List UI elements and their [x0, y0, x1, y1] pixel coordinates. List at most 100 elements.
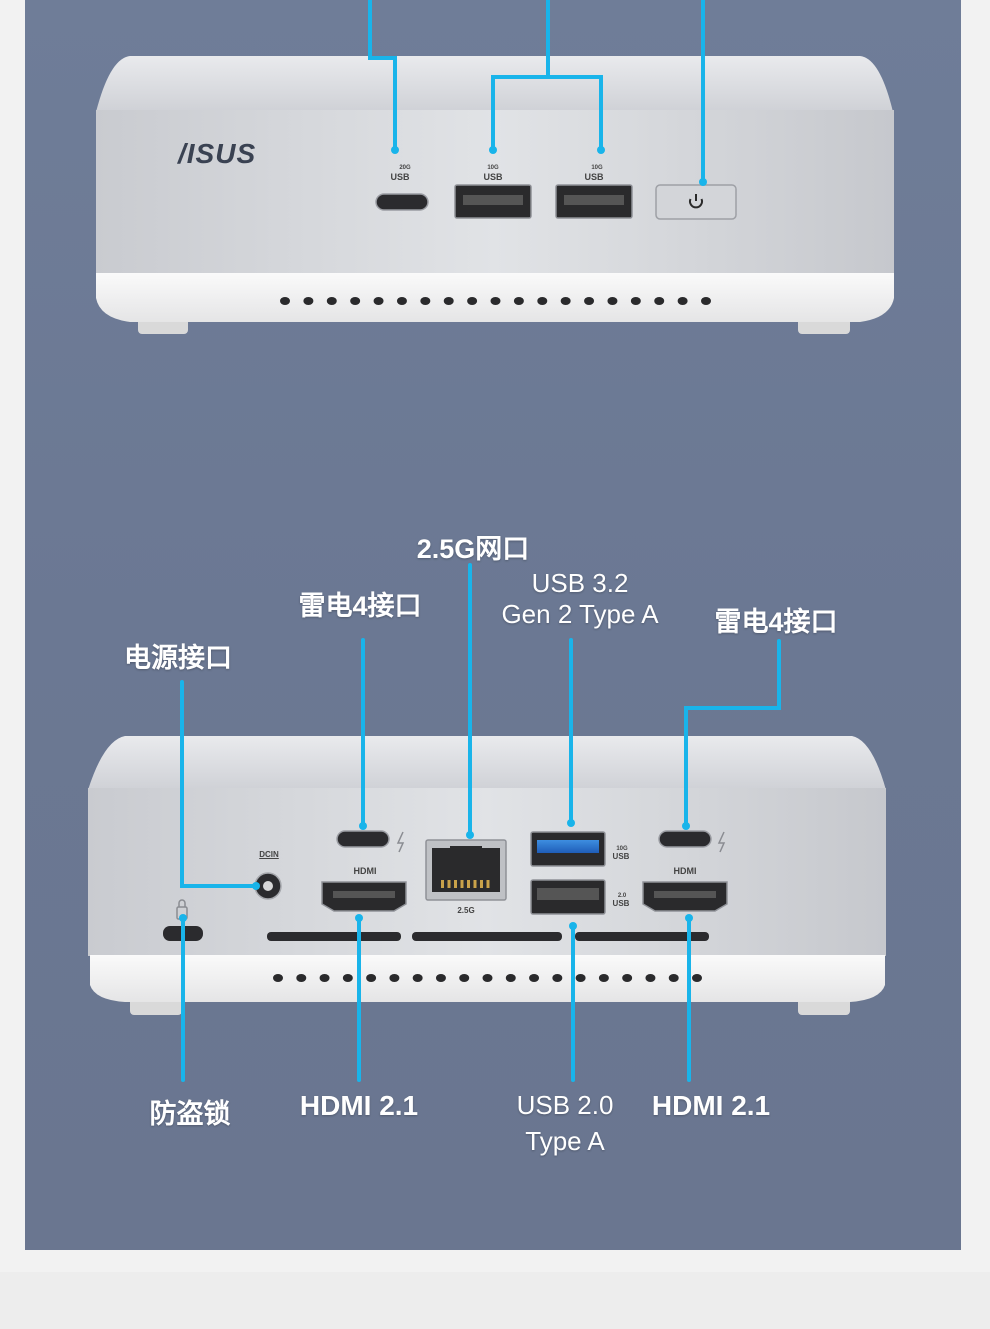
- vent-hole: [668, 974, 679, 982]
- front-usba2-speed: 10G: [591, 165, 603, 171]
- asus-logo: /ISUS: [178, 138, 257, 169]
- rear-thunderbolt-port-left: [336, 830, 390, 848]
- rear-dot-tb-right: [682, 822, 690, 830]
- rear-usb-bottom-label: USB: [612, 899, 630, 908]
- label-usb32-line2: Gen 2 Type A: [501, 599, 659, 629]
- rear-hdmi-left-label: HDMI: [353, 866, 377, 876]
- vent-hole: [529, 974, 540, 982]
- front-dot-power: [699, 178, 707, 186]
- rear-dot-usb32: [567, 819, 575, 827]
- vent-hole: [584, 297, 595, 305]
- rear-usb-bottom-speed: 2.0: [617, 893, 627, 899]
- front-usbc-speed: 20G: [399, 165, 411, 171]
- vent-hole: [490, 297, 501, 305]
- vent-hole: [630, 297, 641, 305]
- front-usba1-speed: 10G: [487, 165, 499, 171]
- vent-hole: [435, 974, 446, 982]
- rear-usb-top-label: USB: [612, 852, 630, 861]
- rear-usb-top-speed: 10G: [616, 846, 628, 852]
- vent-hole: [552, 974, 563, 982]
- rear-vents: [273, 974, 702, 982]
- front-power-button: [655, 184, 737, 220]
- vent-hole: [598, 974, 609, 982]
- vent-hole: [677, 297, 688, 305]
- rear-dcin-label: DCIN: [259, 850, 279, 859]
- rear-lan-pins: [441, 880, 490, 888]
- vent-hole: [701, 297, 711, 305]
- front-usbc-label: USB: [390, 172, 410, 182]
- rear-usb20-tongue: [537, 888, 599, 900]
- label-lock: 防盗锁: [149, 1099, 231, 1129]
- vent-hole: [443, 297, 454, 305]
- rear-dot-usb20: [569, 922, 577, 930]
- vent-hole: [373, 297, 384, 305]
- front-usbc-port: [375, 193, 429, 211]
- label-usb32-line1: USB 3.2: [531, 568, 629, 598]
- front-usba-tongue-1: [463, 195, 523, 205]
- vent-hole: [396, 297, 407, 305]
- rear-slot-2: [412, 932, 562, 941]
- label-lan: 2.5G网口: [416, 534, 530, 564]
- rear-slot-1: [267, 932, 401, 941]
- vent-hole: [607, 297, 618, 305]
- vent-hole: [482, 974, 493, 982]
- power-icon: [689, 194, 703, 209]
- vent-hole: [280, 297, 290, 305]
- rear-slot-3: [575, 932, 709, 941]
- front-device: [96, 0, 894, 334]
- label-thunderbolt-left: 雷电4接口: [298, 591, 422, 621]
- rear-callout-lines: [180, 563, 781, 1082]
- vent-hole: [273, 974, 283, 982]
- rear-foot-left: [130, 998, 182, 1015]
- label-usb20-line1: USB 2.0: [516, 1090, 614, 1120]
- label-usb20-line2: Type A: [525, 1126, 605, 1156]
- thunderbolt-icon-left: [396, 831, 405, 853]
- vent-hole: [420, 297, 431, 305]
- rear-usb32-tongue: [537, 840, 599, 853]
- vent-hole: [645, 974, 656, 982]
- vent-hole: [560, 297, 571, 305]
- rear-dot-dcin: [252, 882, 260, 890]
- rear-dot-hdmi-left: [355, 914, 363, 922]
- vent-hole: [467, 297, 478, 305]
- lan-pin: [454, 880, 457, 888]
- label-hdmi-left: HDMI 2.1: [299, 1090, 419, 1121]
- vent-hole: [366, 974, 377, 982]
- bottom-strip: [0, 1272, 990, 1329]
- front-callout-lines: [368, 0, 705, 184]
- front-dot-usbc: [391, 146, 399, 154]
- vent-hole: [303, 297, 314, 305]
- rear-hdmi-tongue-right: [654, 891, 716, 898]
- vent-hole: [622, 974, 633, 982]
- label-thunderbolt-right: 雷电4接口: [714, 607, 838, 637]
- vent-hole: [389, 974, 400, 982]
- label-power: 电源接口: [124, 643, 232, 673]
- rear-hdmi-tongue-left: [333, 891, 395, 898]
- vent-hole: [654, 297, 665, 305]
- lan-pin: [480, 880, 483, 888]
- rear-thunderbolt-port-right: [658, 830, 712, 848]
- lan-pin: [473, 880, 477, 888]
- lan-pin: [460, 880, 464, 888]
- vent-hole: [692, 974, 702, 982]
- thunderbolt-icon-right: [717, 831, 726, 853]
- rear-dot-lan: [466, 831, 474, 839]
- vent-hole: [296, 974, 307, 982]
- label-hdmi-right: HDMI 2.1: [651, 1090, 771, 1121]
- vent-hole: [537, 297, 548, 305]
- rear-top: [88, 736, 886, 790]
- vent-hole: [342, 974, 353, 982]
- front-dot-usba1: [489, 146, 497, 154]
- rear-foot-right: [798, 998, 850, 1015]
- vent-hole: [412, 974, 423, 982]
- lan-pin: [467, 880, 470, 888]
- front-usba2-label: USB: [584, 172, 604, 182]
- vent-hole: [319, 974, 330, 982]
- vent-hole: [350, 297, 361, 305]
- lan-pin: [447, 880, 451, 888]
- vent-hole: [513, 297, 524, 305]
- rear-dot-lock: [179, 914, 187, 922]
- rear-dot-tb-left: [359, 822, 367, 830]
- rear-lan-label: 2.5G: [457, 906, 475, 915]
